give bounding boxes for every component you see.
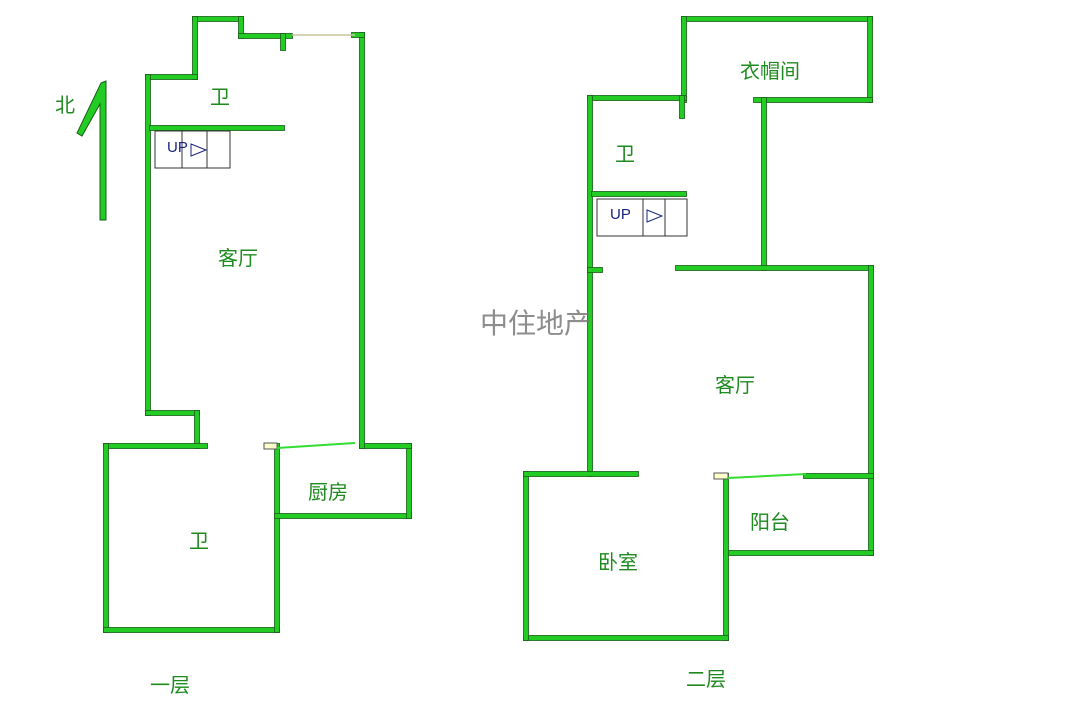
wall-segment xyxy=(587,95,593,477)
room-label-living: 客厅 xyxy=(715,373,755,397)
wall-segment xyxy=(145,74,198,80)
wall-segment xyxy=(587,267,603,273)
room-label-bath-top: 卫 xyxy=(210,85,230,109)
wall-segment xyxy=(238,33,293,39)
wall-segment xyxy=(803,473,874,479)
compass: 北 xyxy=(55,80,107,221)
wall-segment xyxy=(523,471,639,477)
wall-segment xyxy=(103,443,208,449)
stairs-arrow-icon xyxy=(646,209,664,223)
room-label-bedroom: 卧室 xyxy=(598,550,638,574)
stairs-floor2: UP xyxy=(596,198,688,237)
wall-segment xyxy=(359,443,412,449)
wall-segment xyxy=(194,410,200,449)
north-label: 北 xyxy=(55,93,75,117)
wall-segment xyxy=(145,410,200,416)
wall-segment xyxy=(587,95,687,101)
room-label-living: 客厅 xyxy=(218,246,258,270)
wall-segment xyxy=(681,16,873,22)
wall-segment xyxy=(523,635,729,641)
wall-segment xyxy=(675,265,874,271)
door-frame xyxy=(713,472,729,480)
watermark-text: 中住地产 xyxy=(480,307,592,340)
wall-segment xyxy=(359,32,365,449)
stairs-floor1: UP xyxy=(154,130,231,169)
floor-title-2: 二层 xyxy=(686,667,726,691)
wall-segment xyxy=(761,97,767,271)
room-label-balcony: 阳台 xyxy=(750,510,790,534)
wall-segment xyxy=(103,443,109,633)
wall-segment xyxy=(274,443,280,633)
room-label-closet: 衣帽间 xyxy=(740,59,800,83)
door-frame xyxy=(263,442,278,450)
door-swing xyxy=(276,442,356,449)
north-arrow-icon xyxy=(76,80,107,221)
stairs-arrow-icon xyxy=(190,143,208,157)
door-openings xyxy=(263,34,807,480)
wall-segment xyxy=(723,550,874,556)
wall-segment xyxy=(274,513,412,519)
walls xyxy=(103,16,874,641)
wall-segment xyxy=(103,627,280,633)
door-swing xyxy=(727,473,807,479)
wall-segment xyxy=(868,265,874,556)
stairs-up-label: UP xyxy=(167,139,188,156)
wall-segment xyxy=(723,473,729,641)
wall-segment xyxy=(406,443,412,519)
wall-segment xyxy=(591,191,687,197)
floor-title-1: 一层 xyxy=(150,673,190,697)
wall-segment xyxy=(523,471,529,641)
wall-segment xyxy=(192,16,244,22)
wall-segment xyxy=(149,125,285,131)
room-label-bath: 卫 xyxy=(615,142,635,166)
room-label-bath-bottom: 卫 xyxy=(189,529,209,553)
stairs-up-label: UP xyxy=(610,206,631,223)
wall-segment xyxy=(280,33,286,51)
wall-segment xyxy=(753,97,873,103)
wall-segment xyxy=(192,16,198,80)
wall-segment xyxy=(867,16,873,103)
room-label-kitchen: 厨房 xyxy=(308,480,348,504)
wall-segment xyxy=(679,95,685,119)
wall-segment xyxy=(681,16,687,103)
